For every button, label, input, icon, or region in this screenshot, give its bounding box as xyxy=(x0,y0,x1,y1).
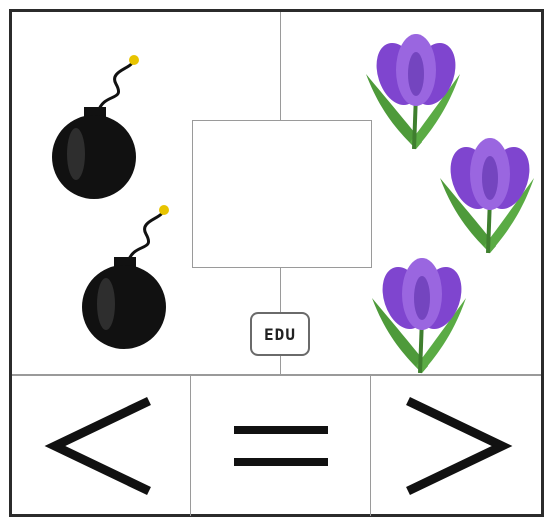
greater-than-button[interactable] xyxy=(371,376,541,516)
choice-divider xyxy=(190,376,191,516)
crocus-flower-icon xyxy=(356,24,466,158)
edu-logo-text: EDU xyxy=(264,324,296,344)
choice-bar xyxy=(12,374,541,516)
less-than-button[interactable] xyxy=(12,376,190,516)
bomb-icon xyxy=(46,52,146,206)
choice-divider xyxy=(370,376,371,516)
answer-box[interactable] xyxy=(192,120,372,268)
bomb-icon xyxy=(76,202,176,356)
crocus-flower-icon xyxy=(430,128,540,262)
edu-logo-badge: EDU xyxy=(250,312,310,356)
greater-than-icon xyxy=(406,396,513,496)
equals-button[interactable] xyxy=(191,376,370,516)
equals-icon xyxy=(233,426,328,466)
crocus-flower-icon xyxy=(362,248,472,382)
comparison-card: EDU xyxy=(9,9,544,517)
comparison-area: EDU xyxy=(12,12,541,374)
less-than-icon xyxy=(44,396,151,496)
